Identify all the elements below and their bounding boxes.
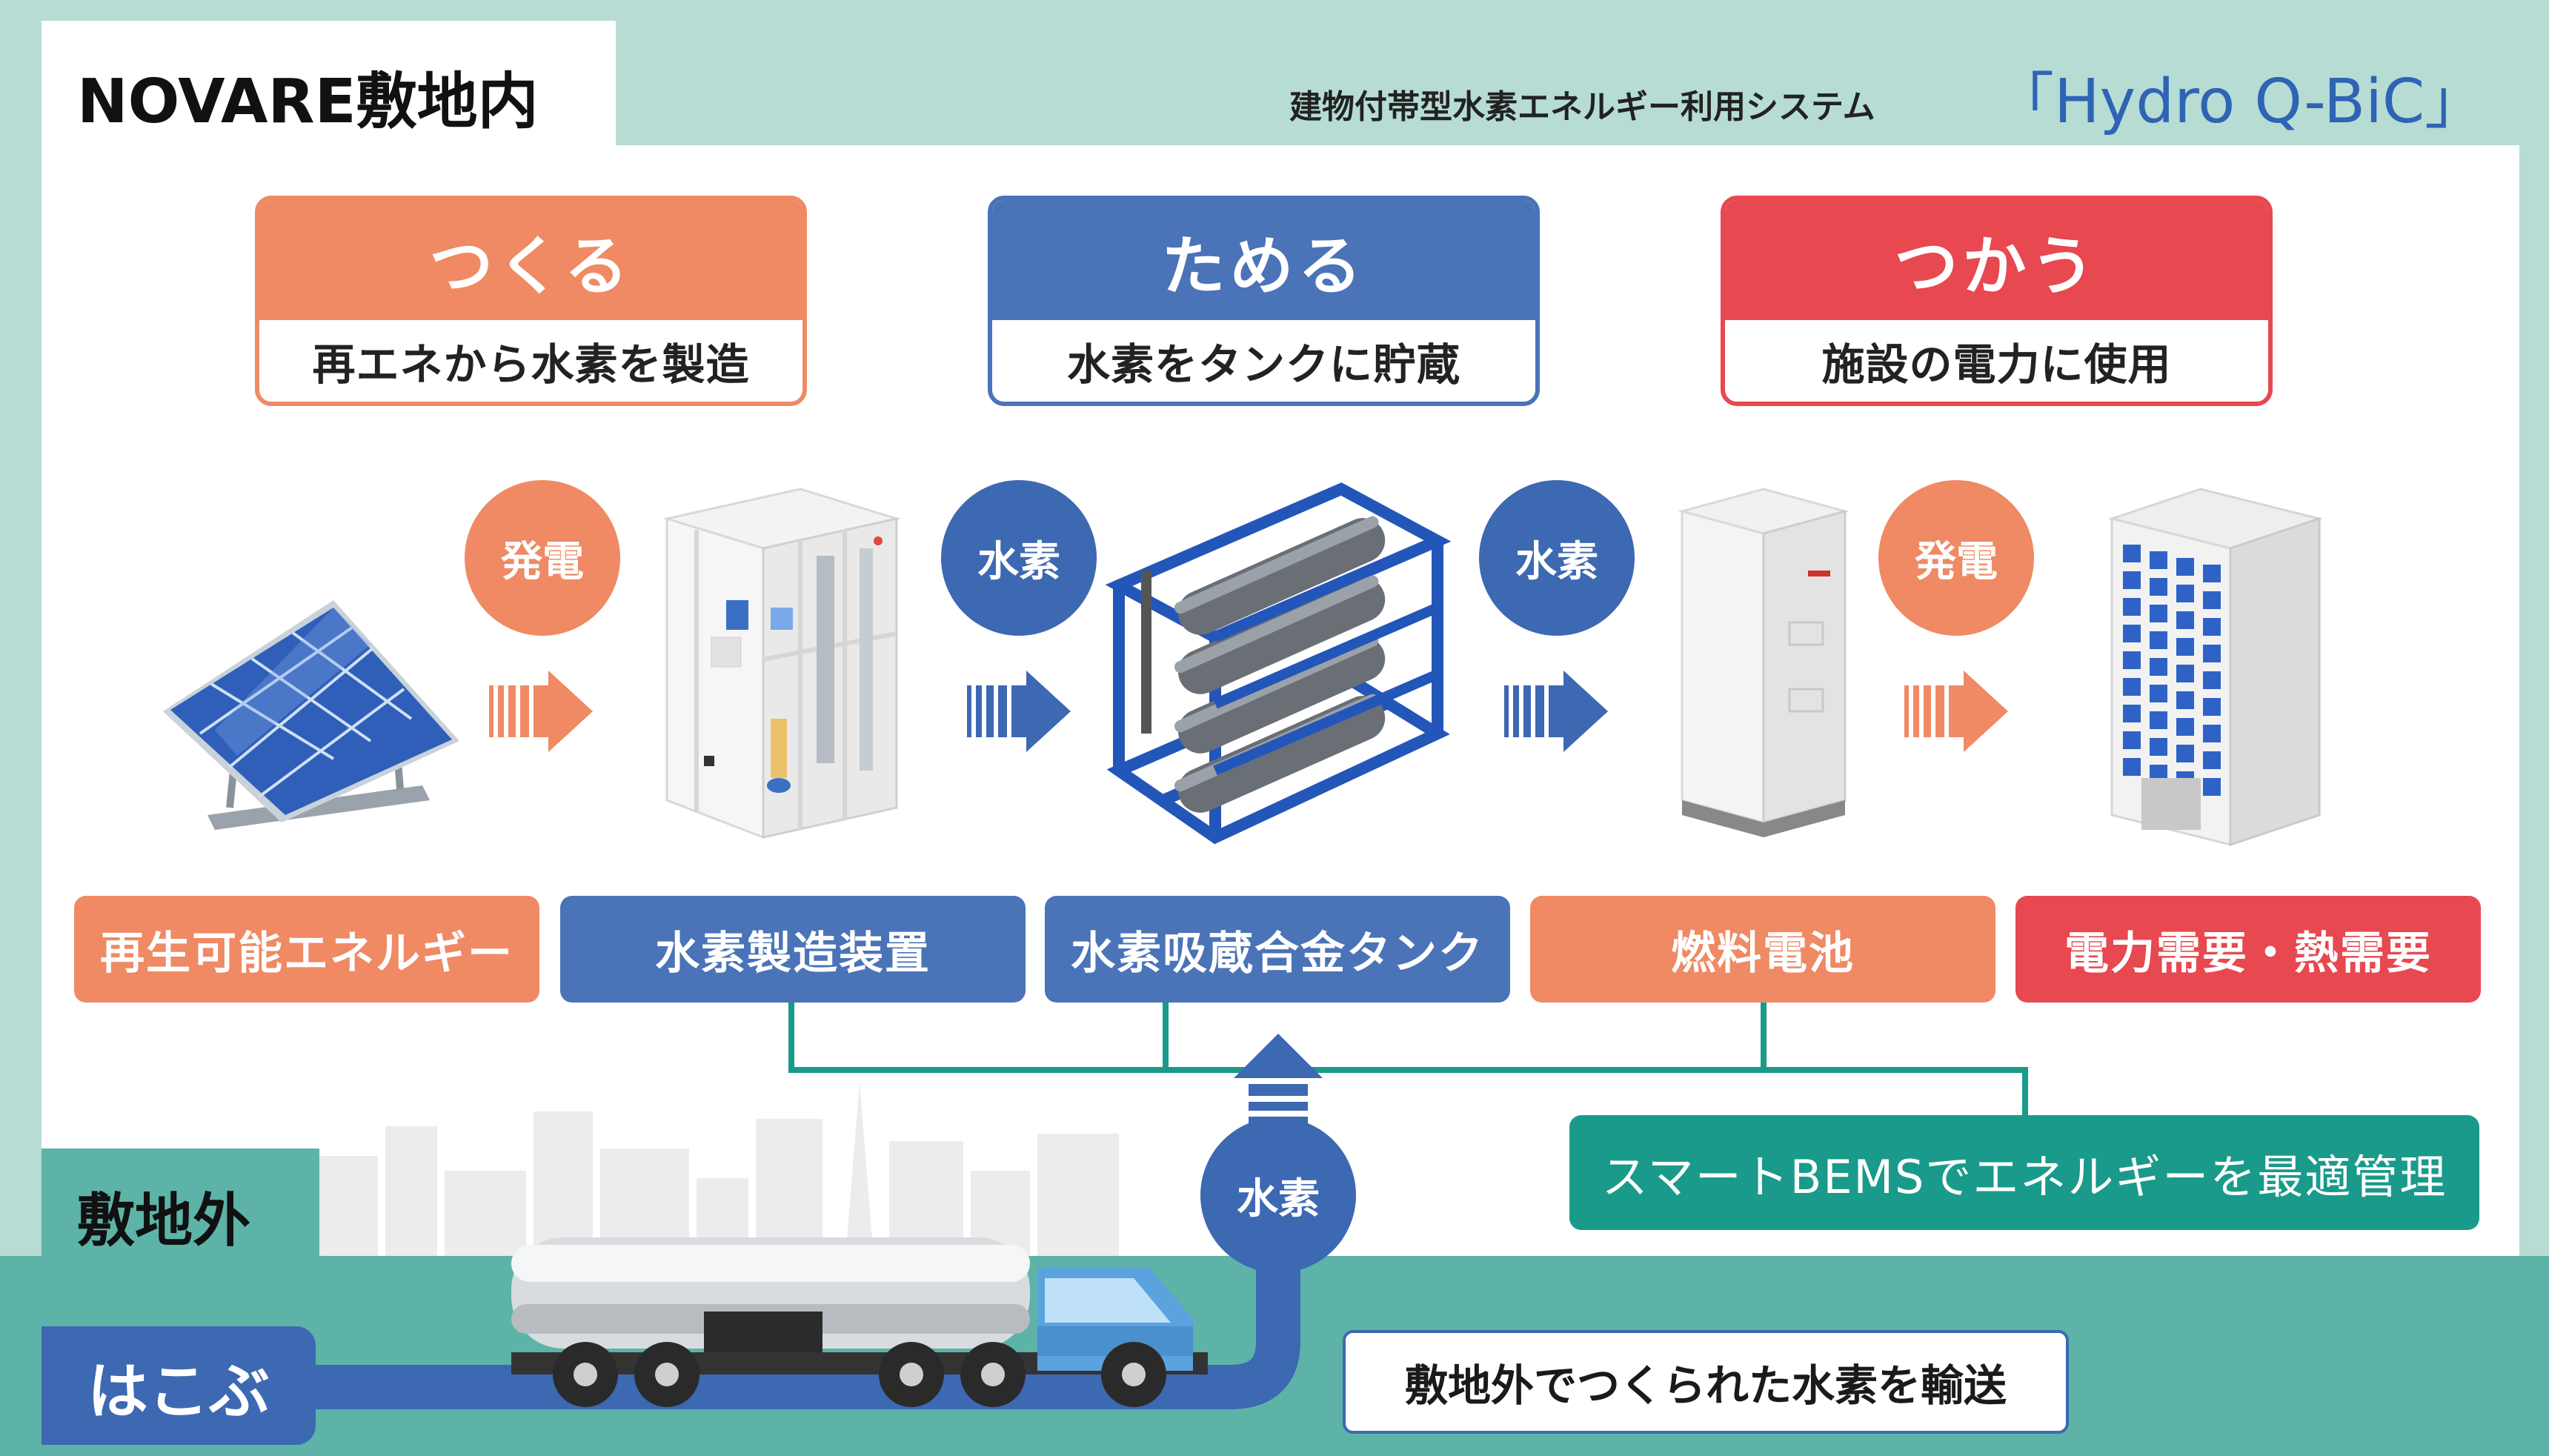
electrolyzer-icon — [662, 488, 901, 840]
stage-store-title: ためる — [992, 200, 1535, 320]
component-alloy-tank: 水素吸蔵合金タンク — [1045, 896, 1510, 1003]
bubble-hydrogen-2: 水素 — [1479, 480, 1635, 636]
offsite-label-bg — [41, 1148, 319, 1260]
stage-use-subtitle: 施設の電力に使用 — [1821, 339, 2172, 390]
arrow-right-icon — [967, 671, 1071, 752]
stage-use: つかう 施設の電力に使用 — [1721, 196, 2273, 406]
hydrogen-tank-icon — [1105, 482, 1452, 845]
stage-store: ためる 水素をタンクに貯蔵 — [988, 196, 1540, 406]
title-panel — [41, 21, 616, 154]
stage-store-subtitle: 水素をタンクに貯蔵 — [1066, 339, 1460, 390]
component-fuel-cell: 燃料電池 — [1530, 896, 1995, 1003]
bubble-hydrogen-offsite: 水素 — [1200, 1117, 1356, 1273]
arrow-right-icon — [1504, 671, 1608, 752]
solar-panel-icon — [163, 600, 459, 830]
bubble-power-2: 発電 — [1878, 480, 2034, 636]
bems-label: スマートBEMSでエネルギーを最適管理 — [1569, 1115, 2479, 1230]
stage-make-subtitle: 再エネから水素を製造 — [312, 339, 750, 390]
component-hydrogen-generator: 水素製造装置 — [560, 896, 1026, 1003]
page-title: NOVARE敷地内 — [77, 67, 539, 137]
component-power-heat-demand: 電力需要・熱需要 — [2015, 896, 2481, 1003]
arrow-right-icon — [1904, 671, 2008, 752]
stage-make: つくる 再エネから水素を製造 — [255, 196, 807, 406]
tanker-truck-icon — [511, 1237, 1208, 1407]
product-name: 「Hydro Q-BiC」 — [1993, 67, 2486, 137]
component-renewable-energy: 再生可能エネルギー — [74, 896, 539, 1003]
stage-use-title: つかう — [1725, 200, 2268, 320]
transport-caption: 敷地外でつくられた水素を輸送 — [1343, 1330, 2069, 1434]
stage-make-title: つくる — [259, 200, 802, 320]
offsite-label: 敷地外 — [77, 1188, 251, 1254]
arrow-right-icon — [489, 671, 593, 752]
fuel-cell-icon — [1678, 488, 1850, 837]
bubble-hydrogen-1: 水素 — [941, 480, 1097, 636]
office-building-icon — [2107, 488, 2324, 847]
system-name: 建物付帯型水素エネルギー利用システム — [1289, 88, 1875, 126]
bubble-power-1: 発電 — [465, 480, 620, 636]
transport-title: はこぶ — [41, 1326, 316, 1445]
